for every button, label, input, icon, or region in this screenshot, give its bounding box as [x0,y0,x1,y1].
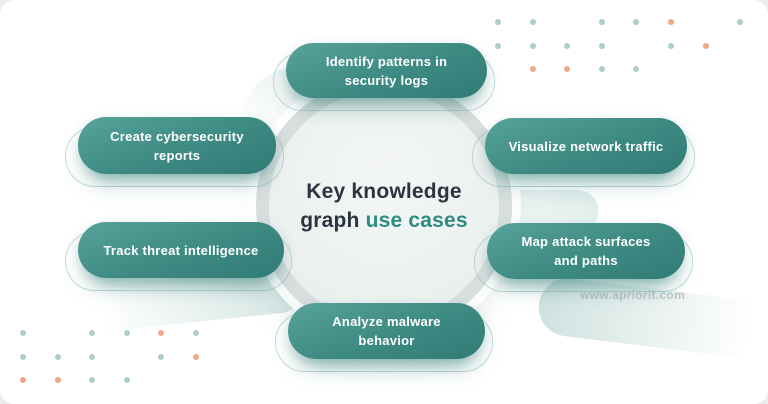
decorative-dot [123,330,130,336]
decorative-dot [20,377,26,383]
decorative-dot [192,353,199,360]
decorative-dot [20,330,26,336]
decorative-dot [495,42,501,49]
pill-label-line: Create cybersecurity [110,128,244,144]
pill-label-line: Identify patterns in [325,53,448,69]
decorative-dot [668,19,674,25]
pill-label-line: Map attack surfaces [521,234,651,249]
decorative-dot [89,330,95,336]
diagram-title-accent: use cases [365,209,468,232]
decorative-dot [54,353,61,360]
diagram-title-line2: graph use cases [300,209,468,232]
pill-label-line: and paths [554,253,618,268]
decorative-dot [529,42,536,49]
decorative-dot [598,19,605,25]
decorative-dot [158,330,164,336]
decorative-dot [598,42,605,49]
pill-label-line: behavior [358,333,415,348]
diagram-title-line1: Key knowledge [306,180,462,203]
decorative-dot [737,19,744,25]
pill-label-line: Visualize network traffic [508,138,664,154]
diagram-title: Key knowledge graph use cases [256,78,512,334]
decorative-dot [529,19,536,25]
decorative-dot [598,66,605,72]
decorative-dot [495,19,501,25]
usecase-pill-analyze-malware[interactable]: Analyze malware behavior [275,303,493,372]
usecase-pill-map-surfaces[interactable]: Map attack surfaces and paths [474,223,693,292]
usecase-pill-identify-patterns[interactable]: Identify patterns in security logs [273,43,495,111]
decorative-dot [702,42,709,49]
decorative-dot [564,42,571,49]
usecase-pill-visualize-traffic[interactable]: Visualize network traffic [472,118,695,187]
watermark-url: www.apriorit.com [580,288,686,302]
decorative-dot [89,353,95,360]
decorative-dot [633,19,640,25]
decorative-dot [20,353,26,360]
decorative-dot [158,353,164,360]
decorative-dot [192,330,199,336]
decorative-dot [564,66,571,72]
decorative-dot [633,66,640,72]
decorative-dot [123,377,130,383]
decorative-dot [89,377,95,383]
pill-label-line: Track threat intelligence [103,242,259,258]
usecase-pill-track-intelligence[interactable]: Track threat intelligence [65,222,292,291]
usecase-pill-create-reports[interactable]: Create cybersecurity reports [65,117,284,187]
pill-label-line: reports [153,147,201,163]
decorative-dot [54,377,61,383]
pill-label-line: security logs [344,72,429,88]
pill-label-line: Analyze malware [332,314,441,329]
decorative-dot [529,66,536,72]
decorative-dot [668,42,674,49]
